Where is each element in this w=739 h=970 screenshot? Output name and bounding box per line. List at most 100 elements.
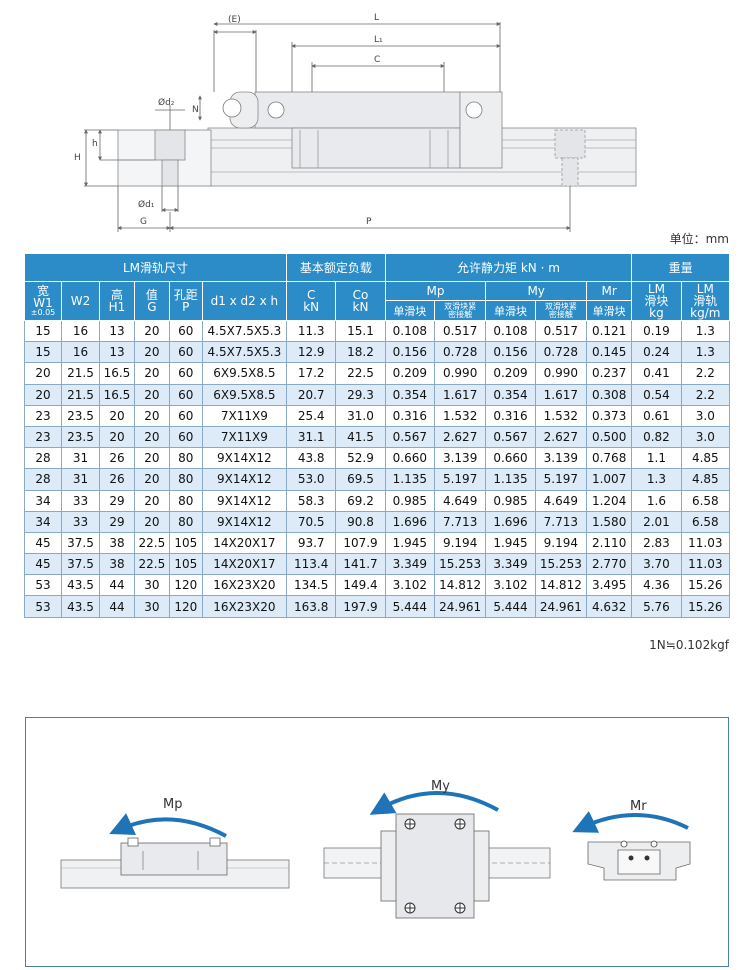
col-mp: Mp [384, 281, 487, 301]
table-cell: 107.9 [335, 531, 386, 555]
table-cell: 3.102 [485, 574, 536, 597]
col-c: C kN [286, 281, 337, 321]
table-cell: 5.197 [433, 468, 487, 491]
table-cell: 1.3 [680, 319, 731, 343]
table-cell: 53 [24, 574, 62, 597]
table-cell: 0.108 [485, 319, 536, 343]
table-cell: 20 [133, 319, 170, 343]
table-cell: 53 [24, 595, 62, 618]
table-cell: 4.85 [680, 468, 731, 491]
dim-g: G [140, 217, 147, 227]
col-p: 孔距 P [168, 281, 203, 321]
table-cell: 31.0 [335, 404, 386, 427]
table-cell: 44 [99, 574, 135, 597]
table-cell: 163.8 [286, 595, 337, 618]
table-cell: 80 [168, 489, 203, 512]
table-cell: 18.2 [335, 341, 386, 364]
mr-label: Mr [630, 799, 647, 814]
table-cell: 20 [133, 341, 170, 364]
table-cell: 9X14X12 [201, 489, 288, 512]
table-cell: 0.316 [384, 404, 435, 427]
table-cell: 60 [168, 425, 203, 449]
table-cell: 24.961 [534, 595, 588, 618]
table-cell: 3.102 [384, 574, 435, 597]
table-cell: 4.36 [631, 574, 682, 597]
col-my-double: 双滑块紧 密接触 [534, 300, 588, 321]
col-mp-double: 双滑块紧 密接触 [433, 300, 487, 321]
table-cell: 13 [99, 341, 135, 364]
table-cell: 2.627 [433, 425, 487, 449]
table-cell: 16 [60, 319, 101, 343]
table-cell: 93.7 [286, 531, 337, 555]
table-cell: 16X23X20 [201, 574, 288, 597]
my-label: My [431, 779, 450, 794]
table-cell: 25.4 [286, 404, 337, 427]
table-cell: 120 [168, 595, 203, 618]
table-cell: 60 [168, 341, 203, 364]
table-cell: 6X9.5X8.5 [201, 362, 288, 385]
table-cell: 15 [24, 319, 62, 343]
group-rail: LM滑轨尺寸 [23, 253, 288, 282]
table-cell: 141.7 [335, 553, 386, 576]
dim-l: L [374, 13, 379, 23]
table-cell: 29 [99, 510, 135, 533]
table-cell: 31 [60, 468, 101, 491]
table-cell: 14.812 [433, 574, 487, 597]
table-cell: 2.01 [631, 510, 682, 533]
table-cell: 0.567 [384, 425, 435, 449]
table-cell: 21.5 [60, 383, 101, 406]
table-cell: 2.2 [680, 383, 731, 406]
table-cell: 0.373 [586, 404, 633, 427]
table-cell: 43.8 [286, 447, 337, 470]
table-cell: 5.197 [534, 468, 588, 491]
col-co: Co kN [335, 281, 386, 321]
table-cell: 43.5 [60, 574, 101, 597]
table-cell: 23 [24, 404, 62, 427]
table-cell: 0.728 [534, 341, 588, 364]
table-cell: 23.5 [60, 425, 101, 449]
table-cell: 20 [133, 510, 170, 533]
table-cell: 23.5 [60, 404, 101, 427]
table-cell: 33 [60, 489, 101, 512]
col-w2: W2 [60, 281, 101, 321]
table-cell: 20 [24, 362, 62, 385]
table-cell: 9X14X12 [201, 510, 288, 533]
table-cell: 1.3 [680, 341, 731, 364]
table-cell: 3.0 [680, 404, 731, 427]
table-cell: 7.713 [433, 510, 487, 533]
table-cell: 105 [168, 531, 203, 555]
moment-diagrams: Mp My Mr [60, 779, 691, 919]
table-cell: 0.82 [631, 425, 682, 449]
table-cell: 7X11X9 [201, 425, 288, 449]
table-cell: 9X14X12 [201, 468, 288, 491]
table-cell: 6.58 [680, 489, 731, 512]
table-cell: 7X11X9 [201, 404, 288, 427]
col-dims: d1 x d2 x h [201, 281, 288, 321]
col-mr-single: 单滑块 [586, 300, 633, 321]
table-cell: 3.70 [631, 553, 682, 576]
table-cell: 1.007 [586, 468, 633, 491]
table-cell: 14.812 [534, 574, 588, 597]
table-cell: 29 [99, 489, 135, 512]
table-cell: 0.517 [433, 319, 487, 343]
table-cell: 16X23X20 [201, 595, 288, 618]
table-cell: 1.696 [384, 510, 435, 533]
table-cell: 33 [60, 510, 101, 533]
table-cell: 14X20X17 [201, 531, 288, 555]
table-cell: 20 [133, 383, 170, 406]
table-cell: 0.990 [433, 362, 487, 385]
table-cell: 60 [168, 319, 203, 343]
table-cell: 3.139 [534, 447, 588, 470]
table-cell: 134.5 [286, 574, 337, 597]
table-cell: 30 [133, 574, 170, 597]
table-cell: 1.204 [586, 489, 633, 512]
table-cell: 13 [99, 319, 135, 343]
rail-dimension-drawing: (E) L L₁ C N H h Ød₂ Ød₁ G P [74, 13, 637, 232]
table-cell: 1.135 [384, 468, 435, 491]
table-cell: 20 [99, 404, 135, 427]
table-cell: 69.2 [335, 489, 386, 512]
